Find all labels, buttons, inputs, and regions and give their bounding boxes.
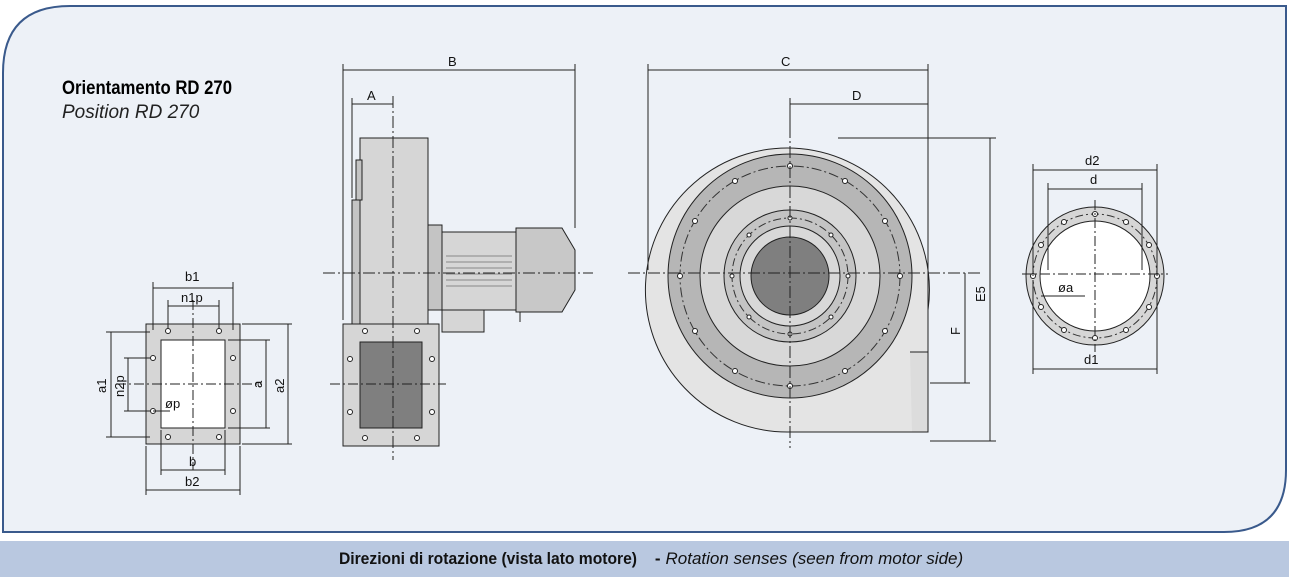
label-n1p: n1p <box>181 290 203 305</box>
outlet-flange-view <box>106 282 292 495</box>
footer-italic: Rotation senses (seen from motor side) <box>665 549 964 568</box>
label-op: øp <box>165 396 180 411</box>
label-n2p: n2p <box>112 375 127 397</box>
label-D: D <box>852 88 861 103</box>
label-b2: b2 <box>185 474 199 489</box>
label-B: B <box>448 54 457 69</box>
label-E5: E5 <box>973 286 988 302</box>
motor-cap <box>515 227 576 313</box>
footer-separator: - <box>654 549 661 568</box>
side-view <box>323 64 593 460</box>
label-a1: a1 <box>94 379 109 393</box>
impeller-housing <box>359 137 429 329</box>
footer-bold: Direzioni di rotazione (vista lato motor… <box>338 549 637 568</box>
orientation-title: Orientamento RD 270 <box>62 78 233 99</box>
label-d1: d1 <box>1084 352 1098 367</box>
label-oa: øa <box>1058 280 1074 295</box>
motor-body <box>441 231 521 311</box>
footer-caption: Direzioni di rotazione (vista lato motor… <box>0 541 1289 577</box>
label-d2: d2 <box>1085 153 1099 168</box>
label-b: b <box>189 454 196 469</box>
label-a: a <box>250 380 265 388</box>
label-a2: a2 <box>272 379 287 393</box>
position-subtitle: Position RD 270 <box>62 102 200 123</box>
flange-bolts <box>150 328 236 440</box>
label-d: d <box>1090 172 1097 187</box>
label-F: F <box>948 327 963 335</box>
label-b1: b1 <box>185 269 199 284</box>
label-A: A <box>367 88 376 103</box>
inlet-flange-view <box>1022 164 1168 374</box>
label-C: C <box>781 54 790 69</box>
front-view <box>628 64 996 448</box>
side-flange-opening <box>359 341 423 429</box>
footer-band <box>0 541 1289 577</box>
